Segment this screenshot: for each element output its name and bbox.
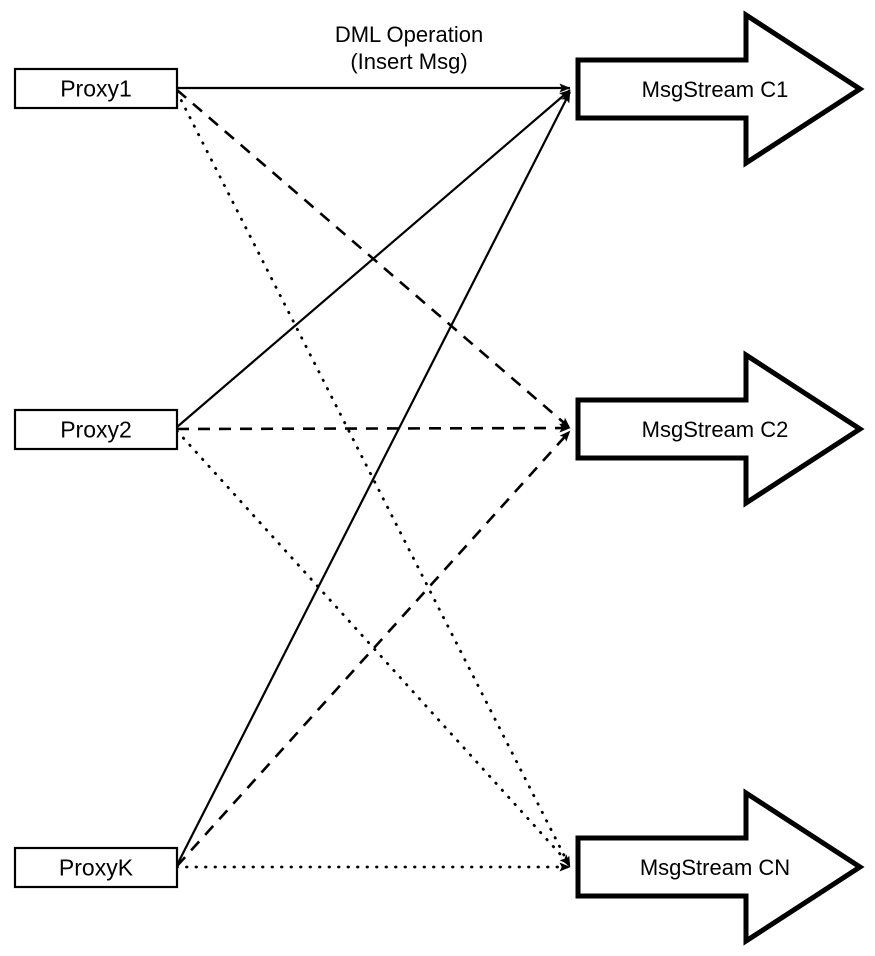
- dml-label-line1: DML Operation: [335, 22, 483, 47]
- edge-proxyk-to-stream_c2: [176, 430, 571, 867]
- proxy-label: ProxyK: [59, 855, 134, 881]
- stream-arrow-shape: [575, 10, 865, 168]
- stream-arrow-shape: [575, 788, 865, 946]
- stream-node-stream_c2[interactable]: MsgStream C2: [575, 350, 865, 508]
- dml-label-line2: (Insert Msg): [350, 49, 467, 74]
- proxy-box-shape: [13, 846, 179, 889]
- stream-label: MsgStream CN: [640, 855, 790, 880]
- proxy-node-proxy1[interactable]: Proxy1: [13, 67, 179, 110]
- edge-proxyk-to-stream_c1: [176, 91, 571, 866]
- stream-node-stream_cn[interactable]: MsgStream CN: [575, 788, 865, 946]
- proxy-label: Proxy1: [60, 76, 132, 102]
- proxy-node-proxy2[interactable]: Proxy2: [13, 408, 179, 451]
- stream-arrow-shape: [575, 350, 865, 508]
- edge-proxy2-to-stream_c1: [176, 89, 571, 428]
- stream-label: MsgStream C1: [642, 77, 789, 102]
- proxy-box-shape: [13, 67, 179, 110]
- edge-proxy2-to-stream_c2: [176, 423, 571, 433]
- proxy-node-proxyk[interactable]: ProxyK: [13, 846, 179, 889]
- dml-operation-label: DML Operation (Insert Msg): [335, 22, 483, 74]
- proxy-label: Proxy2: [60, 417, 132, 443]
- stream-label: MsgStream C2: [642, 417, 789, 442]
- stream-node-stream_c1[interactable]: MsgStream C1: [575, 10, 865, 168]
- proxy-box-shape: [13, 408, 179, 451]
- edges-layer: [175, 83, 572, 872]
- streams-layer: MsgStream C1 MsgStream C2 MsgStream CN: [575, 10, 865, 946]
